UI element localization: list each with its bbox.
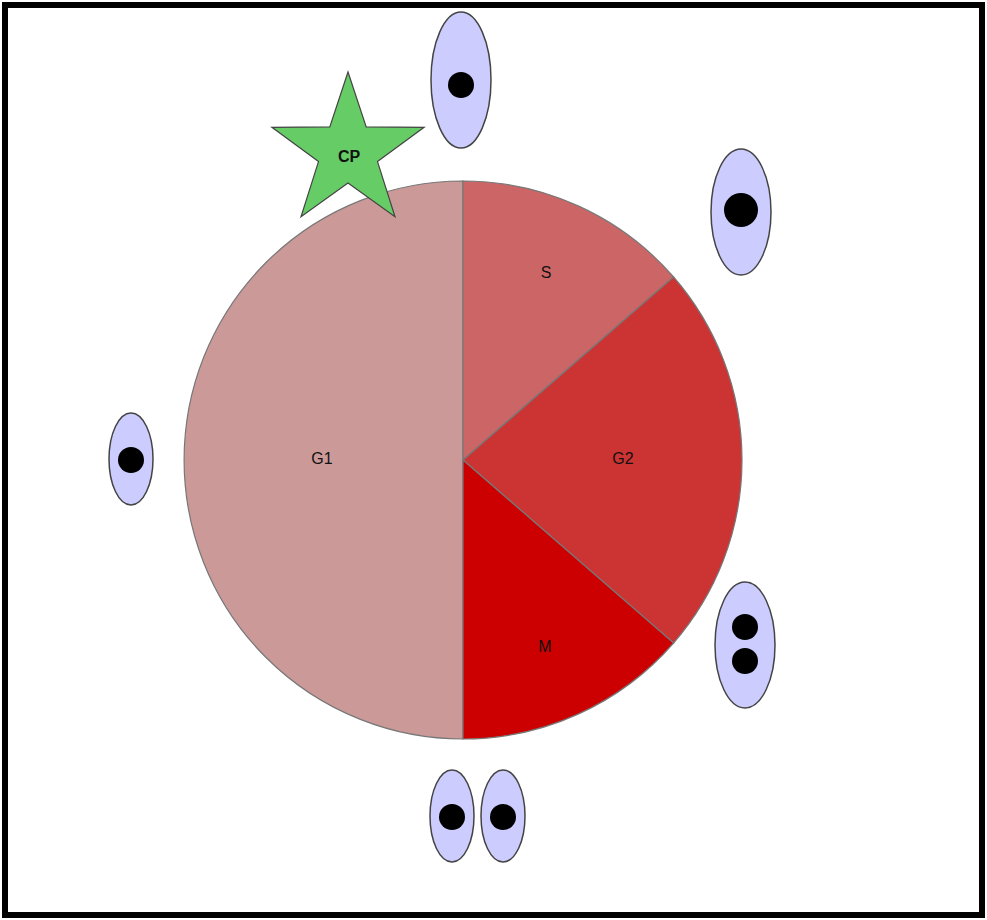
nucleus bbox=[732, 614, 758, 640]
phase-label: CP bbox=[338, 148, 360, 166]
phase-label: G1 bbox=[311, 450, 332, 468]
cell bbox=[430, 770, 474, 862]
phase-sector: M bbox=[183, 180, 743, 740]
nucleus bbox=[118, 447, 144, 473]
phase-label: G2 bbox=[612, 450, 633, 468]
cell bbox=[711, 149, 771, 275]
cell bbox=[109, 413, 153, 505]
nucleus bbox=[490, 804, 516, 830]
nucleus bbox=[439, 804, 465, 830]
cell bbox=[481, 770, 525, 862]
cell bbox=[431, 12, 491, 148]
checkpoint-star-outline bbox=[272, 72, 424, 217]
phase-label: M bbox=[538, 638, 551, 656]
nucleus bbox=[448, 72, 474, 98]
nucleus bbox=[724, 193, 758, 227]
frame bbox=[5, 5, 982, 915]
nucleus bbox=[732, 648, 758, 674]
phase-sector-outline bbox=[183, 180, 743, 740]
phase-label: S bbox=[541, 264, 552, 282]
cell bbox=[715, 582, 775, 708]
checkpoint-star: CP bbox=[272, 72, 424, 217]
